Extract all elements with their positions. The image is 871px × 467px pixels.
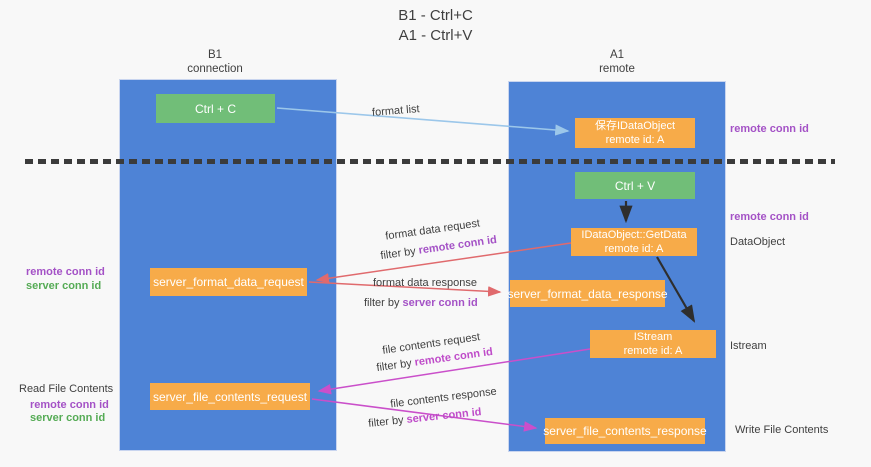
annotation-istream: Istream bbox=[730, 340, 767, 352]
annotation-write-file-contents: Write File Contents bbox=[735, 424, 829, 436]
annotation-server-conn-id-left-top: server conn id bbox=[26, 280, 102, 292]
node-server-file-contents-response: server_file_contents_response bbox=[543, 418, 707, 444]
node-getdata-line2: remote id: A bbox=[604, 243, 664, 255]
filter-prefix: filter by bbox=[379, 245, 417, 263]
title-line-2: A1 - Ctrl+V bbox=[398, 27, 473, 44]
node-save-idataobject: 保存IDataObject remote id: A bbox=[575, 118, 695, 148]
title-line-1: B1 - Ctrl+C bbox=[398, 7, 473, 24]
lane-a1-title: A1 bbox=[609, 49, 625, 61]
session-divider-dashed-line bbox=[25, 159, 835, 164]
filter-server-conn-id: server conn id bbox=[405, 406, 482, 426]
node-getdata-line1: IDataObject::GetData bbox=[581, 229, 687, 241]
annotation-remote-conn-id-top-right: remote conn id bbox=[730, 123, 809, 135]
filter-prefix: filter by bbox=[367, 414, 405, 430]
label-format-list: format list bbox=[371, 103, 421, 119]
filter-remote-conn-id: remote conn id bbox=[417, 233, 498, 257]
node-save-idataobject-line1: 保存IDataObject bbox=[594, 120, 676, 132]
annotation-remote-conn-id-mid-right: remote conn id bbox=[730, 211, 809, 223]
node-server-format-data-request: server_format_data_request bbox=[150, 268, 307, 296]
node-save-idataobject-line2: remote id: A bbox=[605, 134, 665, 146]
node-istream-line1: IStream bbox=[633, 331, 673, 343]
label-format-data-response: format data response bbox=[373, 277, 477, 289]
annotation-dataobject: DataObject bbox=[730, 236, 786, 248]
label-file-contents-response: file contents response bbox=[389, 385, 498, 411]
lane-header-b1: B1 connection bbox=[155, 48, 275, 76]
node-istream: IStream remote id: A bbox=[590, 330, 716, 358]
node-ctrl-v: Ctrl + V bbox=[575, 172, 695, 199]
annotation-remote-conn-id-left-top: remote conn id bbox=[26, 266, 105, 278]
node-ctrl-c: Ctrl + C bbox=[156, 94, 275, 123]
node-istream-line2: remote id: A bbox=[623, 345, 683, 357]
annotation-remote-conn-id-left-bottom: remote conn id bbox=[30, 399, 109, 411]
lane-b1-subtitle: connection bbox=[187, 63, 243, 75]
filter-prefix: filter by bbox=[364, 297, 400, 309]
node-server-file-contents-request: server_file_contents_request bbox=[150, 383, 310, 410]
annotation-read-file-contents: Read File Contents bbox=[19, 383, 114, 395]
lane-a1-subtitle: remote bbox=[599, 63, 635, 75]
diagram-title: B1 - Ctrl+C A1 - Ctrl+V bbox=[0, 6, 871, 46]
annotation-server-conn-id-left-bottom: server conn id bbox=[30, 412, 106, 424]
lane-header-a1: A1 remote bbox=[557, 48, 677, 76]
node-server-format-data-response: server_format_data_response bbox=[507, 280, 668, 307]
lane-b1-title: B1 bbox=[207, 49, 223, 61]
filter-server-conn-id: server conn id bbox=[402, 297, 478, 309]
filter-prefix: filter by bbox=[375, 357, 413, 375]
node-idataobject-getdata: IDataObject::GetData remote id: A bbox=[571, 228, 697, 256]
